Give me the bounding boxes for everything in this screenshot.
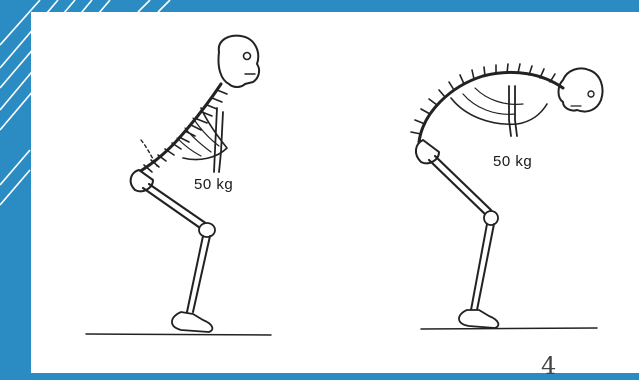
knee bbox=[484, 211, 498, 225]
foot bbox=[172, 312, 212, 332]
page-number-mark: 4 bbox=[541, 352, 556, 380]
foot bbox=[459, 310, 498, 328]
floor-line bbox=[86, 334, 271, 335]
skull bbox=[218, 36, 259, 87]
pelvis bbox=[416, 140, 439, 163]
skull bbox=[559, 68, 603, 111]
skeleton-correct-lift bbox=[86, 36, 271, 335]
skeleton-incorrect-lift bbox=[411, 64, 603, 329]
knee bbox=[199, 223, 215, 237]
weight-label-left: 50 kg bbox=[194, 176, 233, 193]
weight-label-right: 50 kg bbox=[493, 153, 532, 170]
floor-line bbox=[421, 328, 597, 329]
posture-figure bbox=[31, 12, 639, 373]
pelvis bbox=[131, 170, 153, 191]
content-panel: 50 kg 50 kg 4 bbox=[31, 12, 639, 373]
